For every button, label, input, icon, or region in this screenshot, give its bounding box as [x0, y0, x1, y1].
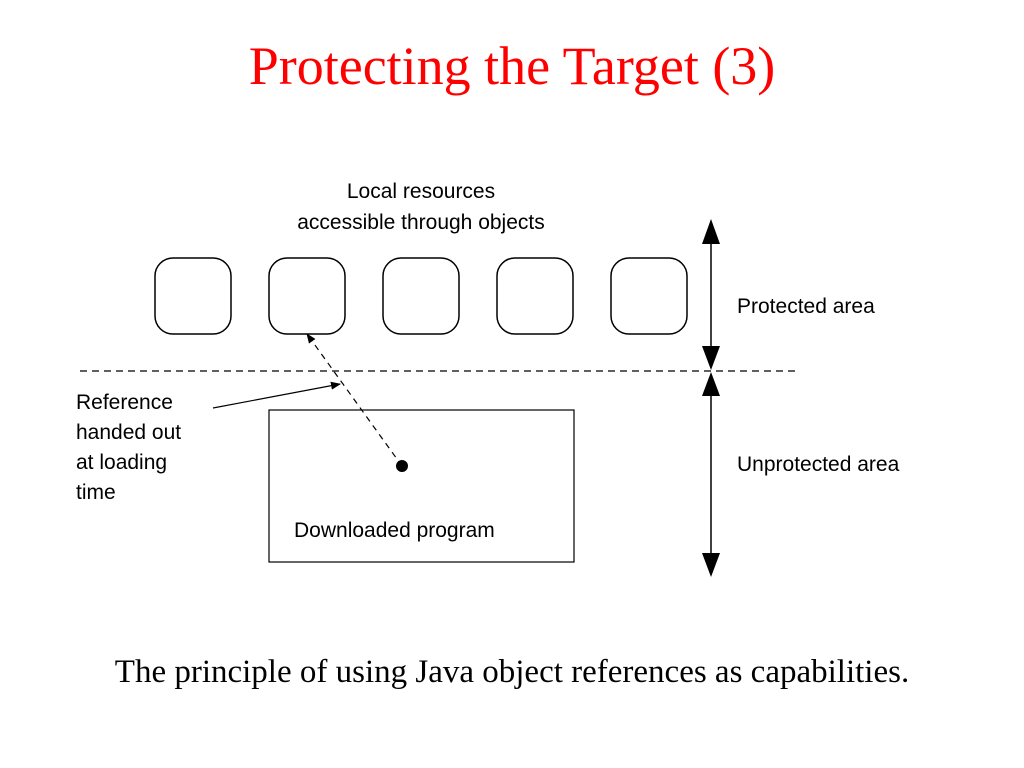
reference-label-line4: time: [76, 481, 116, 504]
protected-area-label: Protected area: [737, 295, 875, 318]
protected-area-arrow: [702, 219, 720, 370]
resource-object: [154, 257, 232, 335]
slide-title: Protecting the Target (3): [248, 36, 776, 96]
reference-label-line3: at loading: [76, 451, 167, 474]
reference-label-line2: handed out: [76, 421, 181, 444]
unprotected-area-arrow: [702, 372, 720, 577]
downloaded-program-label: Downloaded program: [294, 519, 495, 542]
slide-caption: The principle of using Java object refer…: [114, 654, 910, 690]
resource-object: [382, 257, 460, 335]
resource-object: [268, 257, 346, 335]
resources-label-line1: Local resources: [347, 180, 495, 203]
unprotected-area-label: Unprotected area: [737, 453, 900, 476]
resources-label-line2: accessible through objects: [297, 211, 544, 234]
reference-arrow: [306, 333, 403, 467]
reference-label-pointer: [212, 381, 341, 409]
resource-object: [610, 257, 688, 335]
downloaded-program-box: [268, 409, 575, 563]
resource-objects: [154, 257, 688, 335]
resource-object: [496, 257, 574, 335]
reference-label-line1: Reference: [76, 391, 173, 414]
